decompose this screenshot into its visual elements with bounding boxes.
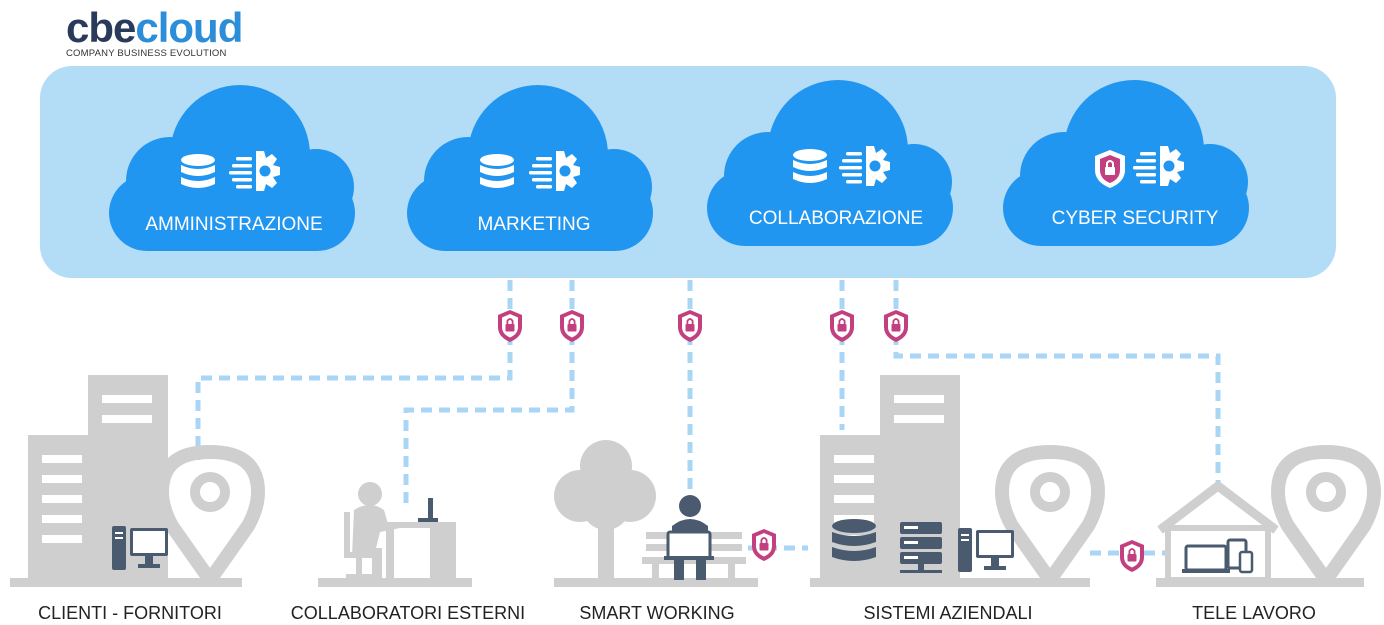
location-label-tele-lavoro: TELE LAVORO [1192, 603, 1316, 623]
logo-word-part2: cloud [135, 4, 243, 51]
connector-lines [195, 280, 1221, 556]
database-icon [793, 149, 827, 183]
database-icon [832, 519, 876, 561]
building-servers-icon [810, 375, 1098, 587]
logo-wordmark: cbecloud [66, 4, 243, 51]
location-label-sistemi-aziendali: SISTEMI AZIENDALI [863, 603, 1033, 623]
database-icon [181, 154, 215, 188]
building-pin-icon [10, 375, 258, 587]
house-devices-icon [1156, 452, 1374, 587]
logo-tagline: COMPANY BUSINESS EVOLUTION [66, 48, 227, 59]
cloud-label-amministrazione: AMMINISTRAZIONE [145, 214, 323, 235]
desktop-pc-icon [958, 528, 1014, 572]
location-label-collaboratori-esterni: COLLABORATORI ESTERNI [290, 603, 526, 623]
lock-badge-icon [677, 309, 703, 343]
location-label-smart-working: SMART WORKING [579, 603, 735, 623]
desk-worker-icon [318, 482, 472, 587]
lock-badge-icon [1119, 539, 1145, 573]
lock-badge-icon [497, 309, 523, 343]
location-label-clienti-fornitori: CLIENTI - FORNITORI [38, 603, 222, 623]
logo-word-part1: cbe [66, 4, 136, 51]
server-rack-icon [900, 522, 942, 573]
cloud-label-collaborazione: COLLABORAZIONE [748, 208, 924, 229]
database-icon [480, 154, 514, 188]
company-logo: cbecloud COMPANY BUSINESS EVOLUTION [66, 4, 243, 60]
lock-badge-icon [883, 309, 909, 343]
cloud-label-cyber-security: CYBER SECURITY [1051, 208, 1219, 229]
lock-badge-icon [559, 309, 585, 343]
cloud-label-marketing: MARKETING [477, 214, 591, 235]
lock-badge-icon [751, 528, 777, 562]
lock-badge-icon [829, 309, 855, 343]
park-bench-laptop-icon [554, 440, 758, 587]
